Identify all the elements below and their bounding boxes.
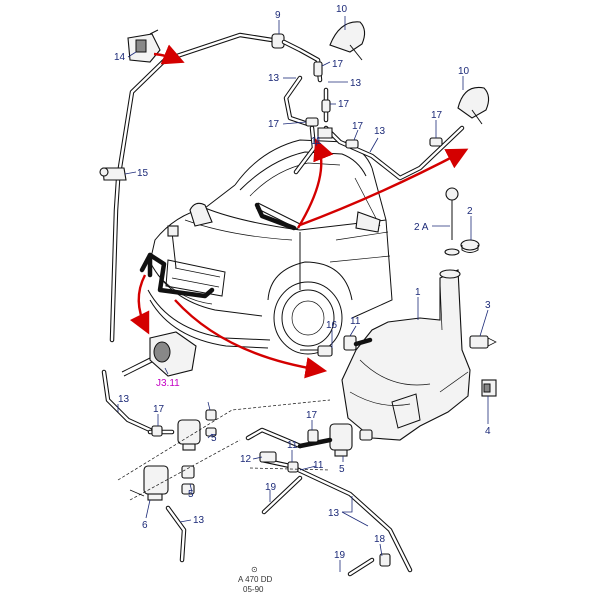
- bracket-outline: [117, 399, 331, 501]
- callout-16: 16: [326, 320, 338, 331]
- callout-17: 17: [431, 110, 443, 121]
- wiper-motor-illustration: [121, 331, 197, 377]
- callout-17: 17: [306, 410, 318, 421]
- callout-5: 5: [188, 489, 194, 500]
- callout-13: 13: [118, 394, 130, 405]
- callout-17: 17: [268, 119, 280, 130]
- callout-10: 10: [336, 4, 348, 15]
- jet-nozzle-10-left: [329, 21, 366, 61]
- callout-12: 12: [240, 454, 252, 465]
- callout-2: 2: [467, 206, 473, 217]
- lower-hoses: [147, 425, 413, 577]
- washer-reservoir-1: [341, 269, 471, 441]
- callout-5: 5: [211, 433, 217, 444]
- callout-13: 13: [193, 515, 205, 526]
- grommet-3: [469, 335, 497, 349]
- callout-14: 14: [114, 52, 126, 63]
- leader-lines: [117, 16, 489, 572]
- callout-18: 18: [374, 534, 386, 545]
- callout-4: 4: [485, 426, 491, 437]
- callout-1: 1: [415, 287, 421, 298]
- reference-j3-11: J3.11: [156, 378, 180, 389]
- drawing-footer: ⊙ A 470 DD 05-90: [238, 565, 272, 594]
- pump-outlet-16: [300, 335, 373, 357]
- pump-5-right: [329, 423, 373, 457]
- callout-19: 19: [265, 482, 277, 493]
- footer-mark: ⊙: [251, 565, 258, 574]
- pump-5-left: [177, 409, 217, 451]
- dipstick-2a: [444, 187, 460, 256]
- jet-nozzle-10-right: [457, 86, 490, 125]
- callout-11: 11: [313, 460, 324, 471]
- callout-10: 10: [458, 66, 470, 77]
- callout-13: 13: [374, 126, 386, 137]
- callout-13: 13: [350, 78, 362, 89]
- callout-6: 6: [142, 520, 148, 531]
- callout-arrows: [129, 44, 469, 379]
- reservoir-cap-2: [460, 239, 480, 253]
- callout-11: 11: [350, 316, 361, 327]
- callout-13: 13: [268, 73, 280, 84]
- callout-11: 11: [311, 136, 322, 147]
- callout-3: 3: [485, 300, 491, 311]
- callout-17: 17: [153, 404, 165, 415]
- callout-2a: 2 A: [414, 222, 429, 233]
- pump-6: [129, 465, 195, 501]
- level-sensor-4: [481, 379, 497, 397]
- car-body-illustration: [139, 139, 393, 355]
- callout-19: 19: [334, 550, 346, 561]
- callout-11: 11: [287, 440, 298, 451]
- callout-17: 17: [338, 99, 350, 110]
- callout-15: 15: [137, 168, 149, 179]
- rear-nozzle-14: [127, 29, 161, 63]
- callout-13: 13: [328, 508, 340, 519]
- footer-code: A 470 DD: [238, 575, 272, 584]
- callout-9: 9: [275, 10, 281, 21]
- callout-5: 5: [339, 464, 345, 475]
- callout-17: 17: [352, 121, 364, 132]
- callout-17: 17: [332, 59, 344, 70]
- hose-clip-15: [99, 167, 127, 181]
- callout-labels: 9 10 10 14 15 13 17 13 17 17 17 13 17 11…: [114, 4, 491, 561]
- footer-date: 05-90: [243, 585, 264, 594]
